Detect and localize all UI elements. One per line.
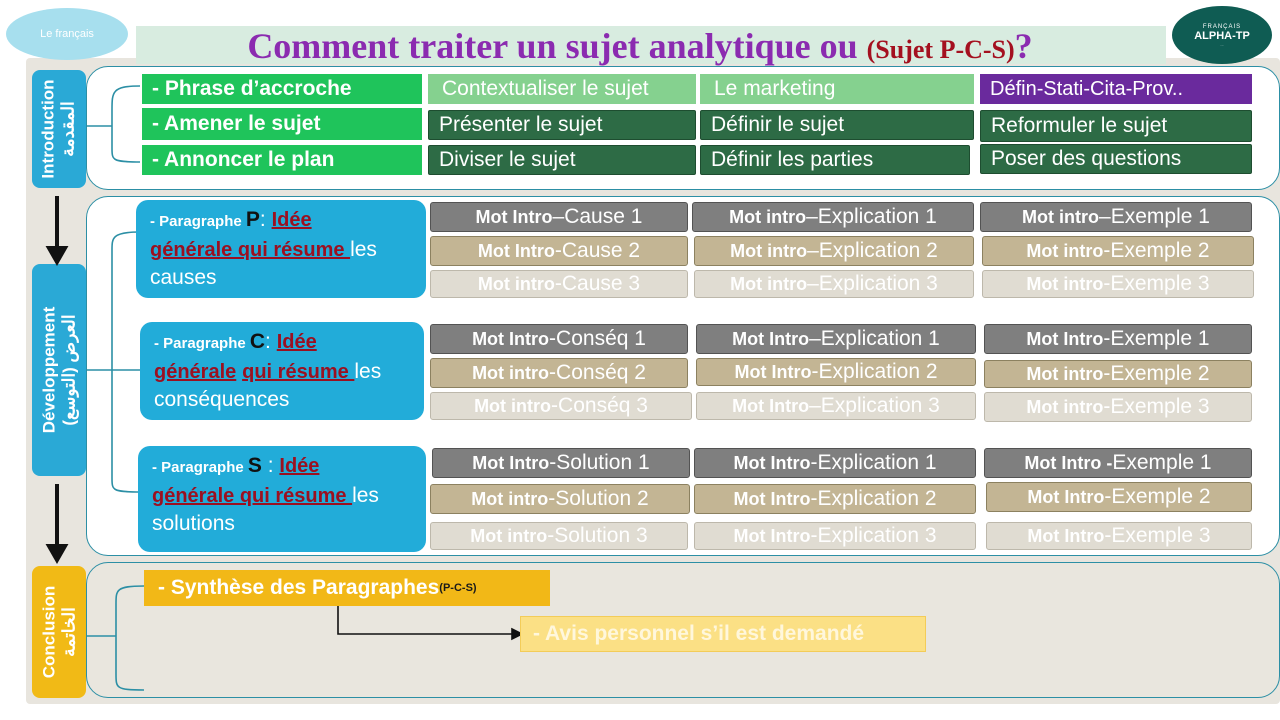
p-row-2-col-3: Mot intro -Exemple 2 [982, 236, 1254, 266]
concl-tab: Conclusion الخاتمة [32, 566, 86, 698]
s-row-1-col-1: Mot Intro -Solution 1 [432, 448, 690, 478]
p-row-2-col-2: Mot intro –Explication 2 [694, 236, 974, 266]
intro-row-2-cell-1: Présenter le sujet [428, 110, 696, 140]
page-title: Comment traiter un sujet analytique ou (… [247, 26, 1033, 66]
intro-tab: Introduction المقدمة [32, 70, 86, 188]
c-row-2-col-2: Mot Intro -Explication 2 [696, 358, 976, 386]
p-row-2-col-1: Mot Intro -Cause 2 [430, 236, 688, 266]
paragraph-p-box: - Paragraphe P: Idée générale qui résume… [136, 200, 426, 298]
p-row-3-col-2: Mot intro –Explication 3 [694, 270, 974, 298]
intro-row-3-cell-2: Définir les parties [700, 145, 970, 175]
title-band [136, 26, 1166, 64]
p-row-1-col-3: Mot intro –Exemple 1 [980, 202, 1252, 232]
p-row-3-col-1: Mot intro -Cause 3 [430, 270, 688, 298]
synth-to-avis-head [511, 627, 524, 641]
s-row-3-col-3: Mot Intro -Exemple 3 [986, 522, 1252, 550]
p-row-1-col-1: Mot Intro –Cause 1 [430, 202, 688, 232]
intro-row-2-label: - Amener le sujet [142, 108, 422, 140]
s-row-2-col-3: Mot Intro -Exemple 2 [986, 482, 1252, 512]
concl-bracket [115, 585, 145, 691]
synthese-box: - Synthèse des Paragraphes(P-C-S) [144, 570, 550, 606]
intro-row-1-label: - Phrase d’accroche [142, 74, 422, 104]
dev-bracket [111, 231, 141, 493]
c-row-2-col-3: Mot intro -Exemple 2 [984, 360, 1252, 388]
c-row-1-col-2: Mot Intro –Explication 1 [696, 324, 976, 354]
arrow-dev-concl-head [45, 544, 69, 565]
intro-row-1-cell-3: Défin-Stati-Cita-Prov.. [980, 74, 1252, 104]
s-row-1-col-3: Mot Intro -Exemple 1 [984, 448, 1252, 478]
arrow-intro-dev-head [45, 246, 69, 267]
intro-row-1-cell-2: Le marketing [700, 74, 974, 104]
p-row-1-col-2: Mot intro –Explication 1 [692, 202, 974, 232]
intro-row-3-label: - Annoncer le plan [142, 145, 422, 175]
intro-row-3-cell-1: Diviser le sujet [428, 145, 696, 175]
s-row-2-col-1: Mot intro -Solution 2 [430, 484, 690, 514]
dev-tab: Développement العرض (التوسع) [32, 264, 86, 476]
paragraph-s-box: - Paragraphe S : Idée générale qui résum… [138, 446, 426, 552]
c-row-1-col-3: Mot Intro -Exemple 1 [984, 324, 1252, 354]
intro-row-3-cell-3: Poser des questions [980, 144, 1252, 174]
c-row-3-col-2: Mot Intro –Explication 3 [696, 392, 976, 420]
s-row-2-col-2: Mot Intro -Explication 2 [694, 484, 976, 514]
s-row-3-col-1: Mot intro -Solution 3 [430, 522, 688, 550]
intro-row-2-cell-3: Reformuler le sujet [980, 110, 1252, 142]
avis-box: - Avis personnel s’il est demandé [520, 616, 926, 652]
intro-bracket [111, 85, 141, 163]
c-row-1-col-1: Mot Intro -Conséq 1 [430, 324, 688, 354]
c-row-3-col-1: Mot intro -Conséq 3 [430, 392, 692, 420]
synth-to-avis-line [337, 604, 512, 635]
s-row-3-col-2: Mot Intro -Explication 3 [694, 522, 976, 550]
intro-row-2-cell-2: Définir le sujet [700, 110, 974, 140]
alpha-tp-logo: FRANÇAIS ALPHA-TP ... [1172, 6, 1272, 64]
c-row-2-col-1: Mot intro -Conséq 2 [430, 358, 688, 388]
paragraph-c-box: - Paragraphe C: Idée générale qui résume… [140, 322, 424, 420]
s-row-1-col-2: Mot Intro -Explication 1 [694, 448, 976, 478]
intro-row-1-cell-1: Contextualiser le sujet [428, 74, 696, 104]
language-badge: Le français [6, 8, 128, 60]
c-row-3-col-3: Mot intro -Exemple 3 [984, 392, 1252, 422]
p-row-3-col-3: Mot intro -Exemple 3 [982, 270, 1254, 298]
